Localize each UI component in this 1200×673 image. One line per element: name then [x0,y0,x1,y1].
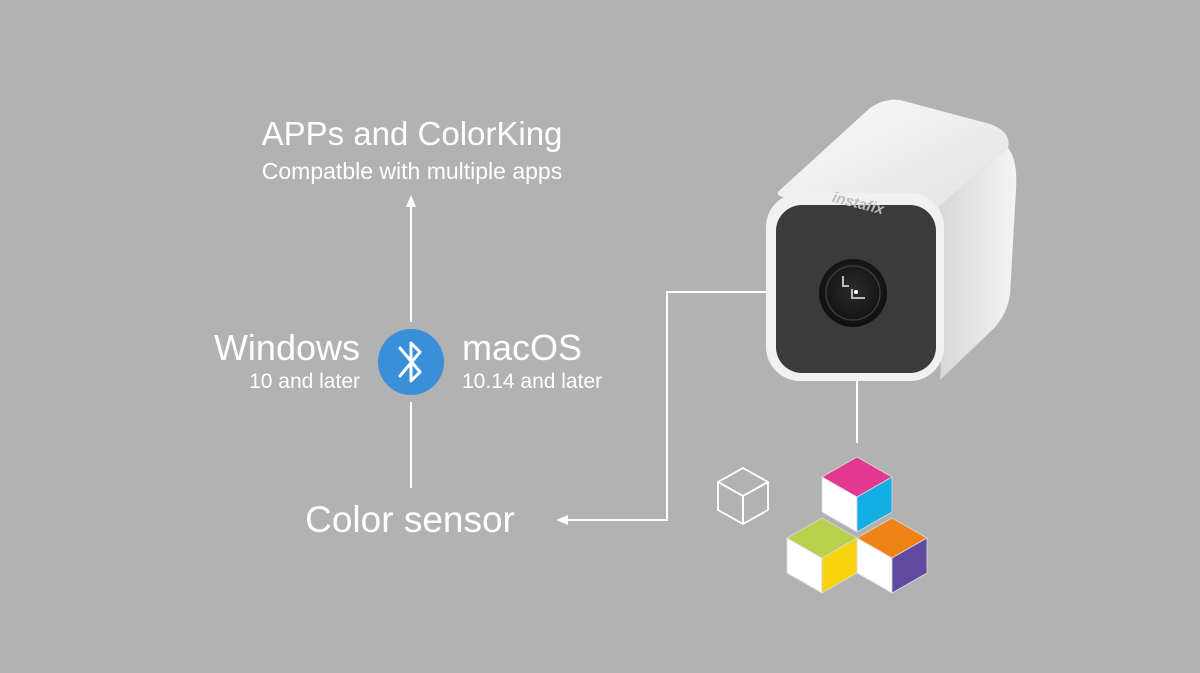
macos-version: 10.14 and later [462,370,603,393]
sensor-connector [556,291,856,525]
arrow-up-head [406,195,416,207]
cube-right-right [891,537,928,594]
apps-subtitle: Compatble with multiple apps [261,158,563,184]
apps-title: APPs and ColorKing [261,115,563,152]
arrow-left-head [556,515,568,525]
color-sensor-label: Color sensor [305,499,515,540]
bluetooth-icon [378,329,444,395]
windows-label: Windows [213,327,360,368]
macos-label: macOS [462,327,583,368]
windows-version: 10 and later [249,370,360,393]
color-sensor-device: instafix [766,99,1017,381]
cube-top-right [856,476,893,533]
vertical-connector [406,195,416,488]
cube-outline-icon [717,467,769,525]
color-cubes-icon [786,456,928,594]
lens-point [854,290,858,294]
